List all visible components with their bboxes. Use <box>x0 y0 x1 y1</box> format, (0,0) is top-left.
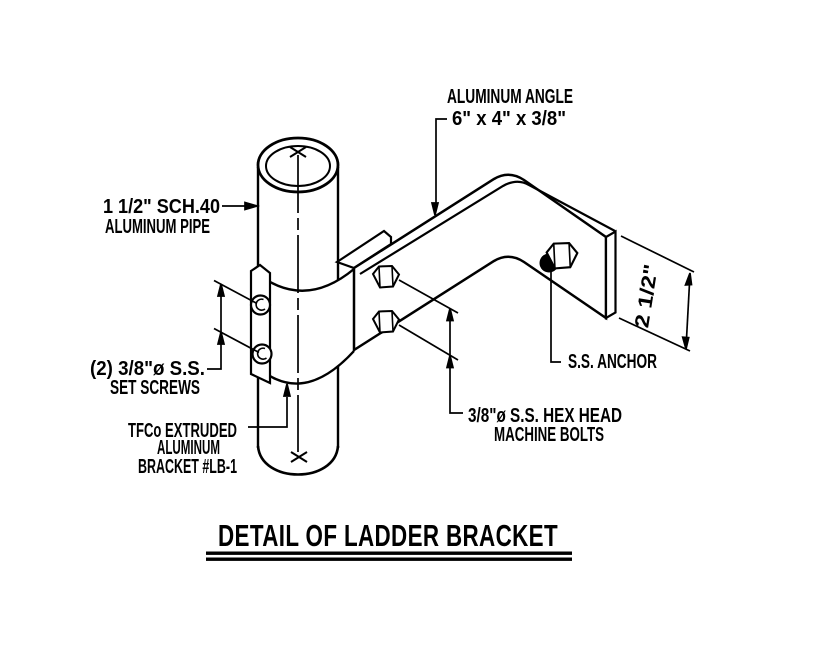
callout-aluminum-angle-line1: ALUMINUM ANGLE <box>447 86 573 108</box>
callout-bracket-line3: BRACKET #LB-1 <box>138 456 237 478</box>
callout-pipe-line2: ALUMINUM PIPE <box>105 216 210 238</box>
arrowhead <box>445 308 455 322</box>
callout-labels: ALUMINUM ANGLE 6" x 4" x 3/8" 1 1/2" SCH… <box>90 86 657 478</box>
arrowhead <box>216 331 226 345</box>
machine-bolt-lower <box>371 309 401 334</box>
title-underline-1 <box>206 551 572 555</box>
callout-machine-bolts-line1: 3/8"ø S.S. HEX HEAD <box>468 405 622 427</box>
arrowhead <box>282 383 292 397</box>
callout-bracket-line1: TFCo EXTRUDED <box>128 420 237 442</box>
pipe-centerline <box>289 146 308 463</box>
machine-bolt-upper <box>371 264 401 289</box>
pipe-bottom-break <box>256 445 340 476</box>
bracket-plate-top-edge <box>334 229 393 270</box>
dimension-line <box>685 273 691 349</box>
hex-facets <box>552 242 572 269</box>
leader-anchor <box>550 271 561 363</box>
arrowhead <box>244 201 261 211</box>
callout-machine-bolts-line2: MACHINE BOLTS <box>494 424 604 446</box>
extension-line-top <box>620 235 695 273</box>
set-screw-upper-dome <box>255 298 266 311</box>
dimension-text: 2 1/2" <box>631 263 663 330</box>
callout-pipe-line1: 1 1/2" SCH.40 <box>103 196 220 218</box>
arrowhead <box>216 283 226 297</box>
leader-aluminum-angle <box>430 118 447 216</box>
center-mark-bottom <box>290 451 308 463</box>
extension-line-bottom <box>618 317 691 352</box>
leader-aluminum-pipe <box>222 201 261 211</box>
dimension-angle-height: 2 1/2" <box>618 235 695 352</box>
drawing-title: DETAIL OF LADDER BRACKET <box>218 518 558 553</box>
extruded-bracket-clamp <box>249 263 355 385</box>
callout-bracket-line2: ALUMINUM <box>157 437 220 459</box>
clamp-front-face <box>252 269 354 384</box>
arrowhead <box>430 202 440 216</box>
angle-end-face <box>604 229 617 320</box>
title-block: DETAIL OF LADDER BRACKET <box>206 518 572 561</box>
angle-top-inner-contour <box>359 180 616 275</box>
callout-aluminum-angle-line2: 6" x 4" x 3/8" <box>452 108 566 130</box>
set-screw-lower-dome <box>256 347 267 360</box>
arrowhead <box>684 272 693 286</box>
clamp-ear-plate <box>249 263 272 385</box>
callout-set-screws-line1: (2) 3/8"ø S.S. <box>90 358 205 380</box>
leader-bracket <box>248 383 292 428</box>
aluminum-angle-bracket <box>352 173 617 353</box>
ss-anchor-bolt <box>539 241 579 273</box>
leader-machine-bolts <box>398 279 463 414</box>
center-mark-top <box>289 146 307 158</box>
set-screw-lower <box>251 343 273 365</box>
hex-facets <box>378 265 394 288</box>
hex-facets <box>378 310 394 333</box>
arrowhead <box>681 336 690 350</box>
callout-set-screws-line2: SET SCREWS <box>110 377 200 399</box>
arrowhead <box>445 355 455 369</box>
extension-line-upper <box>398 279 459 314</box>
callout-anchor: S.S. ANCHOR <box>568 351 657 373</box>
extension-line-lower <box>398 324 459 361</box>
set-screw-upper <box>249 294 272 316</box>
leader-set-screws <box>207 279 260 370</box>
title-underline-2 <box>206 557 572 561</box>
